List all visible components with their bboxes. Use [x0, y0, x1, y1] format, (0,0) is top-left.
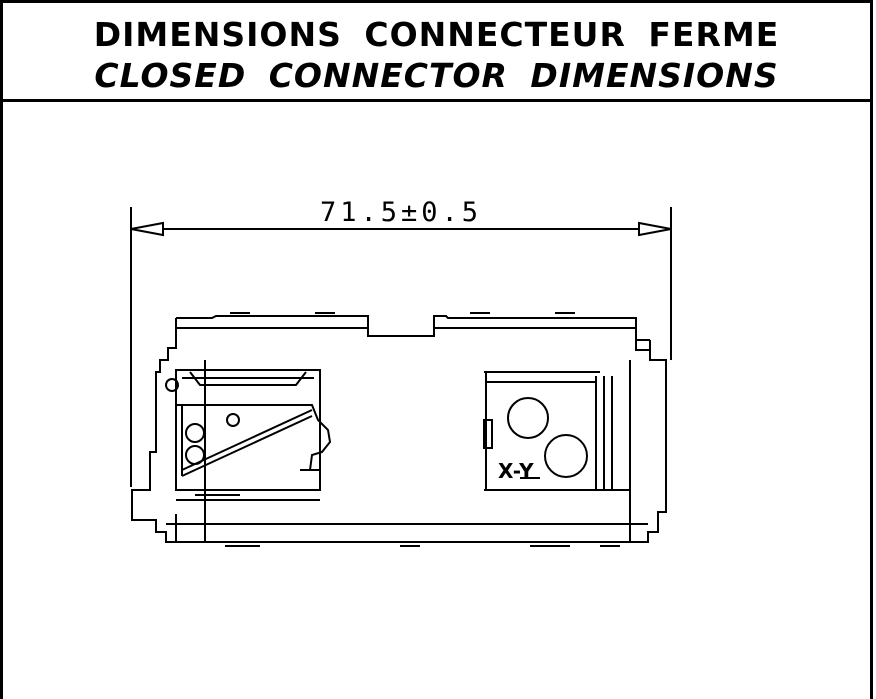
title-block: DIMENSIONS CONNECTEUR FERME CLOSED CONNE…: [0, 0, 873, 102]
connector-outline: [131, 312, 667, 547]
title-french: DIMENSIONS CONNECTEUR FERME: [93, 15, 780, 54]
arrowhead-right: [638, 221, 672, 237]
right-cavity: [483, 371, 630, 491]
dimension-label: 71.5±0.5: [320, 197, 483, 228]
arrowhead-left: [130, 221, 164, 237]
title-english: CLOSED CONNECTOR DIMENSIONS: [94, 56, 779, 95]
axis-label: X-Y: [498, 459, 535, 483]
left-cavity: [165, 369, 332, 501]
